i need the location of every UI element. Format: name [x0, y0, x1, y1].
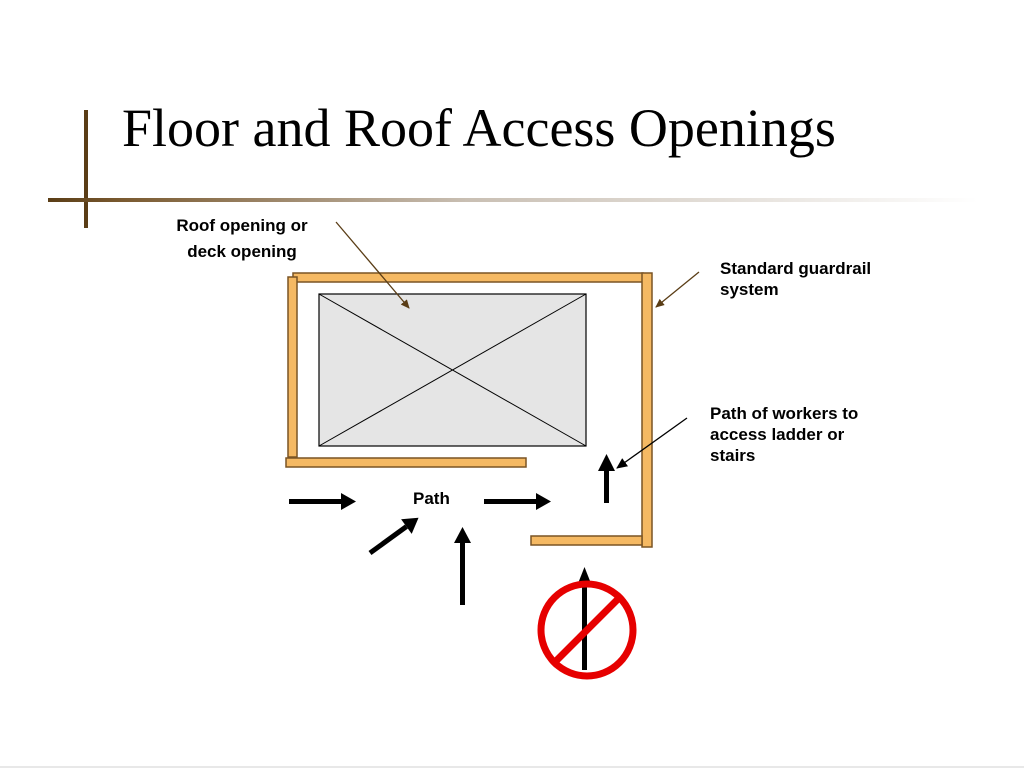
label-line: system	[720, 280, 779, 299]
guardrail-leader-line	[655, 271, 700, 308]
guardrail-bottom-right-rail	[530, 535, 643, 546]
label-line: stairs	[710, 446, 756, 465]
slide-title: Floor and Roof Access Openings	[122, 98, 836, 158]
arrow-icon	[484, 493, 551, 510]
arrow-icon	[598, 454, 615, 503]
guardrail-left-rail	[287, 276, 298, 458]
arrow-icon	[289, 493, 356, 510]
guardrail-bottom-left-rail	[285, 457, 527, 468]
arrow-icon	[368, 517, 419, 556]
label-line: Standard guardrail	[720, 259, 872, 278]
roof-opening-leader-line	[335, 221, 410, 309]
guardrail-label: Standard guardrail system	[720, 258, 871, 300]
roof-opening-diagonal	[318, 293, 587, 447]
path-arrows	[289, 454, 615, 605]
roof-opening	[318, 293, 587, 447]
path-workers-leader-line	[616, 417, 688, 469]
label-line: deck opening	[187, 242, 297, 261]
path-label: Path	[413, 489, 450, 508]
guardrail-system	[285, 272, 653, 548]
prohibition-icon	[537, 567, 637, 680]
arrow-icon	[454, 527, 471, 605]
guardrail-right-rail	[641, 272, 653, 548]
slide-bottom-rule	[0, 766, 1024, 768]
path-of-workers-label: Path of workers to access ladder or stai…	[710, 403, 858, 466]
label-line: Path of workers to	[710, 404, 859, 423]
title-accent-vertical-bar	[84, 110, 88, 228]
roof-opening-label: Roof opening or deck opening	[160, 213, 324, 265]
label-line: Roof opening or	[176, 216, 308, 235]
guardrail-top-rail	[292, 272, 644, 283]
title-accent-horizontal-rule	[48, 198, 978, 202]
label-line: access ladder or	[710, 425, 845, 444]
